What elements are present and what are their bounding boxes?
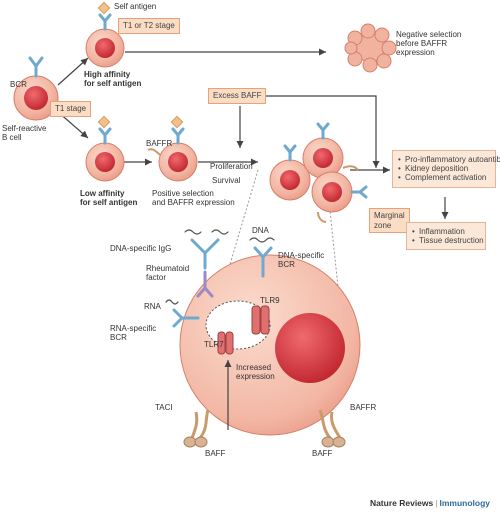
t1-stage-box: T1 stage [50,101,92,117]
rheumatoid-factor [196,270,214,298]
damage-item: Tissue destruction [412,236,484,245]
tlr9-receptor [251,305,270,335]
baffr-label: BAFFR [146,139,173,148]
outcome-item: Kidney deposition [398,164,490,173]
nucleus [275,313,345,383]
low-affinity-cell [85,115,125,182]
baffr-icon [147,148,161,156]
damage-item: Inflammation [412,227,480,236]
credit-separator: | [435,498,438,508]
self-reactive-b-cell [13,56,59,121]
rna-specific-bcr [165,299,200,328]
marginal-zone-box: Marginal zone [369,208,410,234]
dna-specific-bcr-label: DNA-specific BCR [278,251,325,270]
positive-selection-label: Positive selection and BAFFR expression [152,189,235,208]
baffr-large-label: BAFFR [350,403,377,412]
baff-icon [321,436,335,448]
rna-label: RNA [144,302,161,311]
self-antigen-icon [97,1,111,15]
low-affinity-label: Low affinity for self antigen [80,189,138,208]
damage-panel: Inflammation Tissue destruction [406,222,486,251]
dna-specific-igg [184,229,229,270]
high-affinity-label: High affinity for self antigen [84,70,142,89]
proliferating-cells [269,122,368,223]
tlr7-receptor [217,331,234,355]
bcr-icon [28,56,44,78]
baff-icon [183,436,197,448]
self-antigen-label: Self antigen [114,2,157,11]
baff-right-label: BAFF [312,449,333,458]
zoom-line-left [211,169,259,326]
tlr7-label: TLR7 [204,340,224,349]
taci-label: TACI [155,403,173,412]
bcr-label: BCR [10,80,27,89]
negative-selection-label: Negative selection before BAFFR expressi… [396,30,462,58]
self-reactive-label: Self-reactive B cell [2,124,47,143]
arrow-to-high-affinity [57,57,89,86]
dna-specific-igg-label: DNA-specific IgG [110,244,172,253]
apoptotic-cell [344,23,397,73]
journal-section: Immunology [439,498,490,508]
large-b-cell [179,254,361,436]
baffr-receptor [318,409,346,448]
arrow-excess-baff-right [266,95,380,168]
dna-specific-bcr [249,237,275,278]
self-antigen-icon [97,115,111,129]
rheumatoid-factor-label: Rheumatoid factor [146,264,190,283]
baff-left-label: BAFF [205,449,226,458]
journal-name: Nature Reviews [369,498,434,508]
survival-label: Survival [212,176,241,185]
dna-label: DNA [252,226,269,235]
outcome-item: Complement activation [398,173,490,182]
high-affinity-cell [85,1,125,68]
proliferation-label: Proliferation [210,162,253,171]
excess-baff-box: Excess BAFF [208,88,267,104]
outcomes-panel: Pro-inflammatory autoantibodies Kidney d… [392,150,500,188]
taci-receptor [183,409,210,448]
tlr9-label: TLR9 [260,296,280,305]
outcome-item: Pro-inflammatory autoantibodies [398,155,500,164]
increased-expression-label: Increased expression [236,363,275,382]
positive-selection-cell [147,115,198,182]
t1-t2-stage-box: T1 or T2 stage [118,18,180,34]
journal-credit: Nature Reviews|Immunology [370,498,490,508]
rna-specific-bcr-label: RNA-specific BCR [110,324,157,343]
